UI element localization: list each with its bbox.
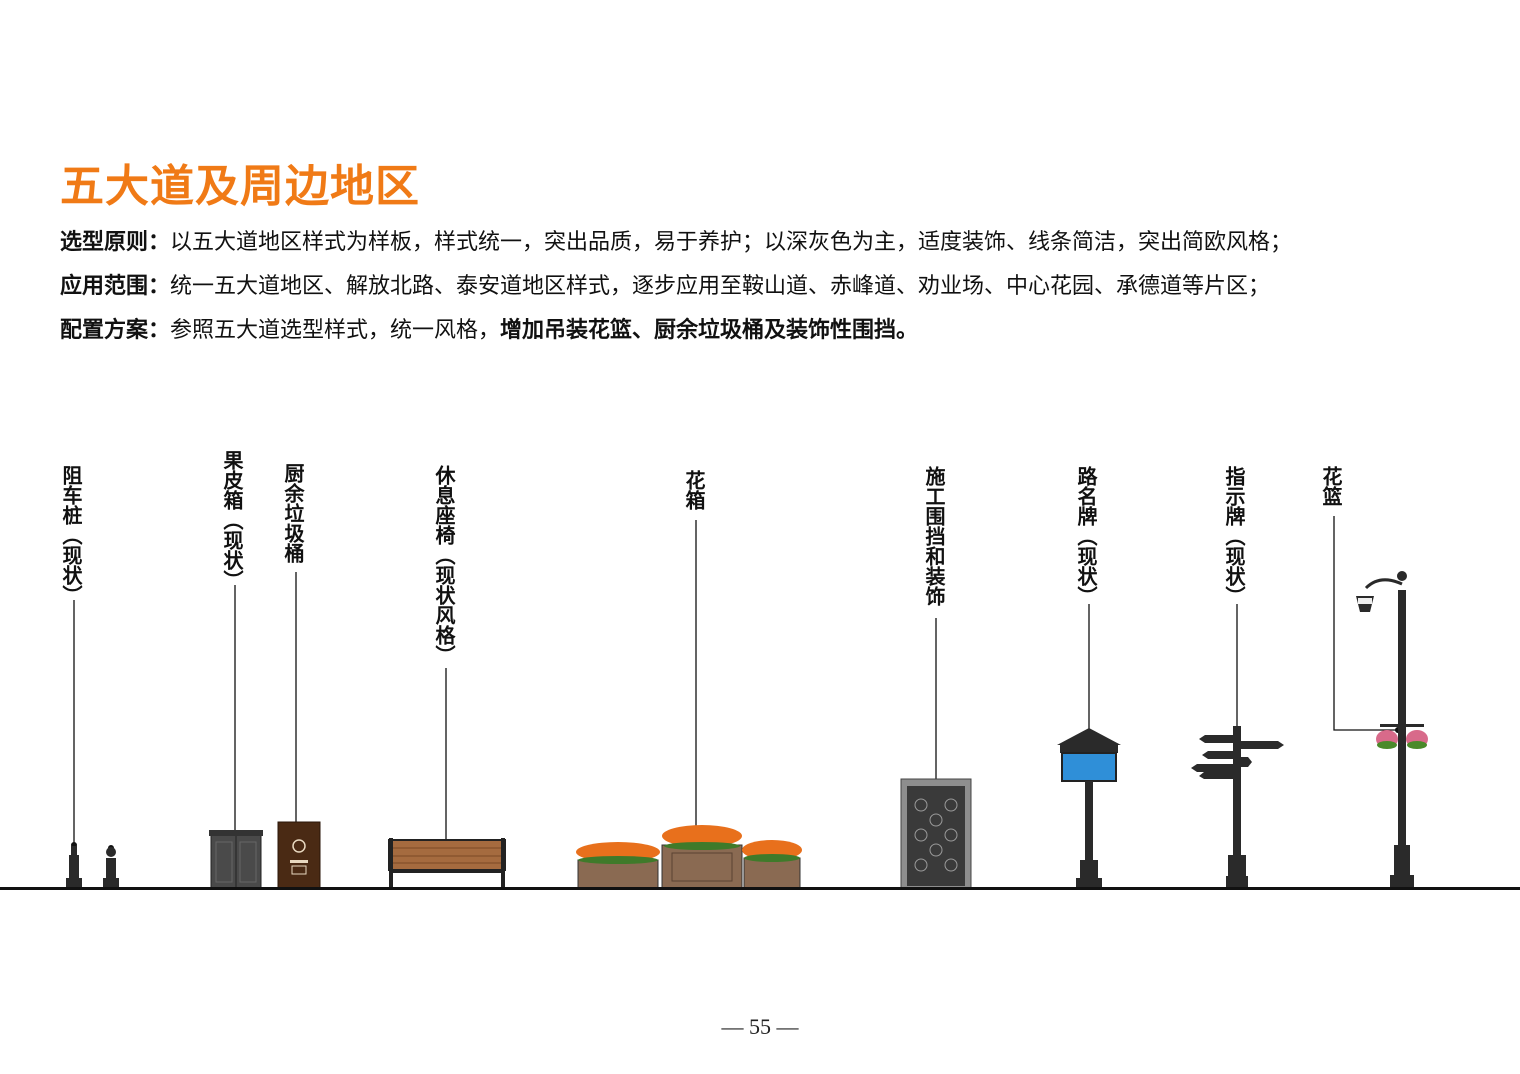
bollard-icon <box>66 846 119 887</box>
label-street-sign: 路名牌（现状） <box>1074 466 1098 606</box>
litter-bin-icon <box>209 830 263 889</box>
hoarding-icon <box>900 778 972 889</box>
label-bench: 休息座椅（现状风格） <box>432 465 456 665</box>
leader-flower-basket <box>1333 516 1398 731</box>
label-planter: 花箱 <box>682 470 706 510</box>
lamp-post-icon <box>1356 571 1428 888</box>
label-flower-basket: 花篮 <box>1319 466 1343 506</box>
street-sign-icon <box>1057 728 1121 888</box>
label-kitchen-bin: 厨余垃圾桶 <box>281 463 305 563</box>
kitchen-bin-icon <box>277 821 321 889</box>
configuration-plan: 配置方案：参照五大道选型样式，统一风格，增加吊装花篮、厨余垃圾桶及装饰性围挡。 <box>60 312 918 344</box>
scope-label: 应用范围： <box>60 274 171 299</box>
selection-principle: 选型原则：以五大道地区样式为样板，样式统一，突出品质，易于养护；以深灰色为主，适… <box>60 224 1292 256</box>
scope-text: 统一五大道地区、解放北路、泰安道地区样式，逐步应用至鞍山道、赤峰道、劝业场、中心… <box>170 274 1271 299</box>
label-litter-bin: 果皮箱（现状） <box>220 450 244 590</box>
application-scope: 应用范围：统一五大道地区、解放北路、泰安道地区样式，逐步应用至鞍山道、赤峰道、劝… <box>60 268 1270 300</box>
selection-label: 选型原则： <box>60 230 171 255</box>
config-bold-text: 增加吊装花篮、厨余垃圾桶及装饰性围挡。 <box>500 318 919 343</box>
selection-text: 以五大道地区样式为样板，样式统一，突出品质，易于养护；以深灰色为主，适度装饰、线… <box>170 230 1293 255</box>
bench-icon <box>388 838 506 888</box>
page-number: — 55 — <box>721 1014 799 1039</box>
label-bollard: 阻车桩（现状） <box>59 465 83 605</box>
planter-icon <box>576 825 802 889</box>
page-title: 五大道及周边地区 <box>60 161 420 212</box>
label-hoarding: 施工围挡和装饰 <box>922 466 946 606</box>
direction-sign-icon <box>1191 726 1284 888</box>
leader-lines <box>73 516 1398 848</box>
config-label: 配置方案： <box>60 318 171 343</box>
label-direction-sign: 指示牌（现状） <box>1222 466 1246 606</box>
ground-line <box>0 887 1520 890</box>
config-text: 参照五大道选型样式，统一风格， <box>170 318 501 343</box>
